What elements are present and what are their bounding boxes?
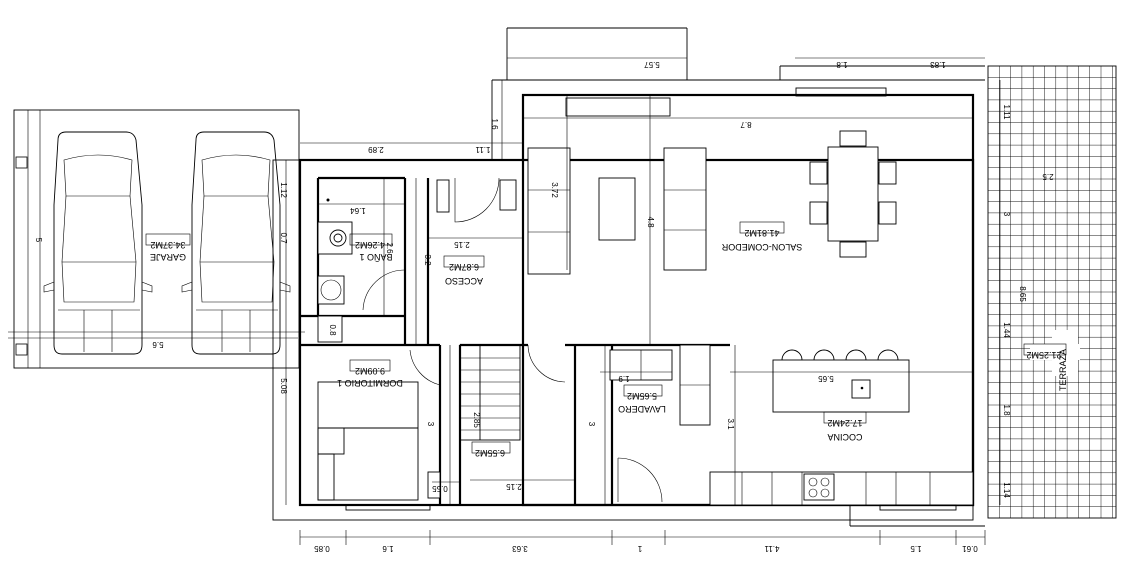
outer-outlines [345,504,985,527]
dim-bot-1: 1 [637,544,642,553]
bathroom-fixtures [317,198,353,343]
dim-t-114: 1.14 [1002,482,1011,498]
dim-top-18: 1.8 [836,60,848,69]
dim-bot-363: 3.63 [512,544,528,553]
dim-h-055: 0.55 [432,484,448,493]
dim-h-565: 5.65 [818,374,834,383]
staircase [459,344,521,441]
room-labels: GARAJE 34.37M2 BAÑO 1 4.26M2 ACCESO 6.87… [150,228,1068,458]
dim-v-3b: 3 [587,422,596,427]
bedroom-bed [317,381,441,501]
dim-t-865: 8.65 [1018,286,1027,302]
label-garaje-name: GARAJE [150,252,186,262]
laundry-fixtures [609,344,711,426]
label-terraza-name: TERRAZA [1058,349,1068,391]
dim-h-215b: 2.15 [506,482,522,491]
dim-v-112: 1.12 [279,182,288,198]
dim-h-215a: 2.15 [454,240,470,249]
living-furniture [527,130,897,275]
label-salon-name: SALON-COMEDOR [721,242,802,252]
dim-v-508: 5.08 [279,378,288,394]
label-lavadero-name: LAVADERO [618,404,666,414]
dim-h-289: 2.89 [368,145,384,154]
label-cocina-name: COCINA [827,432,862,442]
dim-h-164: 1.64 [350,206,366,215]
dim-top-557: 5.57 [644,60,660,69]
dim-v-48: 4.8 [646,216,655,228]
label-bano-name: BAÑO 1 [359,252,392,262]
dim-bot-061: 0.61 [962,544,978,553]
dim-v-5: 5 [34,238,43,243]
dim-t-144: 1.44 [1002,322,1011,338]
car-left [43,131,153,355]
dim-t-3: 3 [1002,212,1011,217]
dim-t-25: 2.5 [1042,172,1054,181]
dim-v-26: 2.6 [385,242,394,254]
dim-top-183: 1.83 [930,60,946,69]
label-dormitorio-name: DORMITORIO 1 [337,378,403,388]
dim-v-3a: 3 [426,422,435,427]
dim-v-07: 0.7 [279,232,288,244]
garage-area [8,109,305,369]
dim-v-08: 0.8 [328,324,337,336]
dim-t-18: 1.8 [1002,404,1011,416]
kitchen-fixtures [709,349,974,506]
dimension-labels: 5.57 1.8 1.83 8.7 1.6 1.11 2.89 1.64 1.1… [34,60,1054,553]
dim-t-111: 1.11 [1002,105,1011,121]
area-boxes [145,221,1067,454]
dim-bot-16: 1.6 [382,544,394,553]
dim-top-87: 8.7 [740,120,752,129]
dim-bot-411: 4.11 [764,544,780,553]
dim-v-372: 3.72 [550,182,559,198]
car-right [181,131,291,355]
dim-v-285: 2.85 [472,412,481,428]
dim-h-56: 5.6 [152,340,164,349]
terrace-grid [987,65,1117,519]
dim-h-111: 1.11 [475,145,491,154]
dim-h-19: 1.9 [618,374,630,383]
dim-bot-085: 0.85 [314,544,330,553]
dim-v-16: 1.6 [490,118,499,130]
dim-v-31: 3.1 [726,418,735,430]
dim-v-32: 3.2 [423,254,432,266]
dimension-lines [8,57,1001,545]
label-acceso-name: ACCESO [445,276,483,286]
dim-bot-15: 1.5 [910,544,922,553]
